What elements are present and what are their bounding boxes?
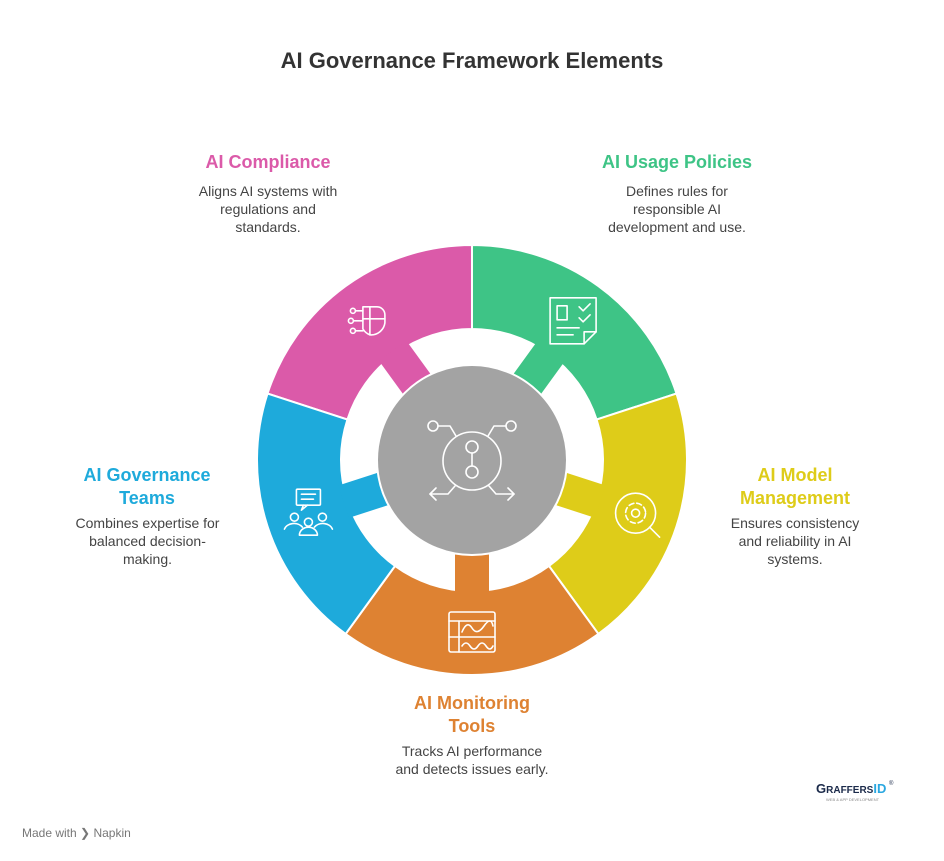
- diagram-title: AI Governance Framework Elements: [280, 48, 664, 73]
- segment-ring: [256, 392, 397, 636]
- segment-description: Aligns AI systems with regulations and s…: [198, 183, 338, 235]
- segment-connector-tab: [455, 545, 489, 595]
- segment-ai-monitoring-tools: AI Monitoring Tools Tracks AI performanc…: [372, 692, 572, 778]
- segment-title: AI Compliance: [205, 152, 331, 172]
- segment-ring: [547, 392, 688, 636]
- monitoring-dashboard-icon: [448, 611, 496, 653]
- segment-title: AI Monitoring Tools: [414, 693, 530, 736]
- segment-ai-usage-policies: AI Usage Policies Defines rules for resp…: [577, 151, 777, 236]
- segment-description: Defines rules for responsible AI develop…: [608, 183, 746, 235]
- made-with-napkin: Made with ❯ Napkin: [22, 826, 131, 840]
- svg-text:GRAFFERSID: GRAFFERSID: [816, 781, 886, 796]
- napkin-brand: Napkin: [93, 826, 131, 840]
- segment-title: AI Governance Teams: [83, 465, 211, 508]
- napkin-logo-icon: ❯: [80, 826, 91, 840]
- graffersid-logo: GRAFFERSID ® WEB & APP DEVELOPMENT: [816, 780, 894, 802]
- svg-text:WEB & APP DEVELOPMENT: WEB & APP DEVELOPMENT: [826, 797, 880, 802]
- policy-document-icon: [549, 297, 597, 345]
- segment-ai-model-management: AI Model Management Ensures consistency …: [705, 464, 885, 568]
- segment-title: AI Model Management: [739, 465, 851, 508]
- made-with-text: Made with: [22, 826, 77, 840]
- segment-ai-compliance: AI Compliance Aligns AI systems with reg…: [168, 151, 368, 236]
- segment-ring: [471, 243, 678, 421]
- segment-description: Tracks AI performance and detects issues…: [395, 743, 549, 777]
- network-hub-icon: [427, 420, 517, 501]
- svg-text:®: ®: [889, 780, 894, 787]
- segment-ai-governance-teams: AI Governance Teams Combines expertise f…: [57, 464, 237, 568]
- team-discussion-icon: [283, 488, 334, 536]
- segment-description: Combines expertise for balanced decision…: [75, 515, 220, 567]
- segment-title: AI Usage Policies: [601, 152, 753, 172]
- gear-magnifier-icon: [614, 492, 661, 538]
- ai-shield-icon: [347, 306, 386, 336]
- segment-description: Ensures consistency and reliability in A…: [730, 515, 860, 567]
